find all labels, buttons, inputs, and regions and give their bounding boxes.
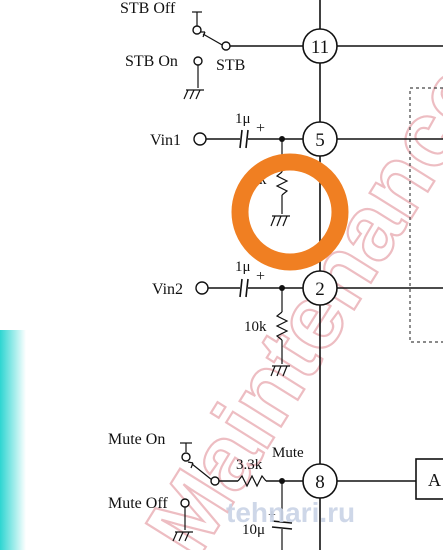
vin2-label: Vin2 bbox=[152, 281, 183, 298]
res-vin2-value: 10k bbox=[244, 319, 267, 335]
pin-2: 2 bbox=[302, 270, 338, 306]
stb-switch: STB Off STB STB On bbox=[120, 0, 303, 100]
vin2-section: Vin2 1μ + 10k bbox=[152, 259, 303, 377]
vin1-section: Vin1 1μ + k bbox=[150, 111, 303, 227]
stb-switch-arm bbox=[202, 33, 225, 47]
block-a bbox=[415, 458, 443, 500]
ground-icon bbox=[270, 215, 290, 227]
mute-arrow bbox=[187, 461, 194, 469]
mute-common-terminal bbox=[210, 476, 220, 486]
resistor-icon bbox=[275, 311, 289, 341]
ground-icon bbox=[172, 531, 193, 542]
mute-on-label: Mute On bbox=[108, 431, 165, 448]
pin-8: 8 bbox=[302, 463, 338, 499]
cap-vin1-plus: + bbox=[256, 120, 265, 137]
stb-on-terminal bbox=[193, 56, 203, 66]
stb-off-label: STB Off bbox=[120, 0, 176, 17]
vin1-terminal bbox=[193, 132, 207, 146]
pin-11-number: 11 bbox=[311, 37, 329, 58]
stb-on-label: STB On bbox=[125, 53, 178, 70]
mute-label: Mute bbox=[272, 445, 304, 461]
vin2-terminal bbox=[195, 281, 209, 295]
pin-5: 5 bbox=[302, 121, 338, 157]
cap-vin1-value: 1μ bbox=[235, 111, 251, 127]
mute-off-terminal bbox=[180, 498, 190, 508]
vin1-label: Vin1 bbox=[150, 132, 181, 149]
block-a-label: A bbox=[428, 470, 441, 490]
mute-off-label: Mute Off bbox=[108, 495, 168, 512]
pin-11: 11 bbox=[302, 28, 338, 64]
resistor-icon bbox=[237, 474, 267, 488]
stb-off-terminal bbox=[192, 25, 202, 35]
mute-on-terminal bbox=[181, 452, 191, 462]
resistor-icon bbox=[275, 171, 289, 196]
cap-mute-plus: + bbox=[268, 508, 276, 523]
stb-label: STB bbox=[216, 57, 245, 74]
highlight-ring bbox=[231, 153, 349, 271]
ground-icon bbox=[270, 365, 290, 377]
stb-arrow bbox=[200, 31, 206, 38]
capacitor-icon bbox=[239, 278, 249, 298]
pin-2-number: 2 bbox=[315, 279, 325, 300]
pin-8-number: 8 bbox=[315, 472, 325, 493]
res-mute-value: 3.3k bbox=[236, 457, 263, 473]
capacitor-icon bbox=[271, 520, 293, 530]
edge-glow bbox=[0, 330, 26, 550]
stb-common-terminal bbox=[221, 41, 231, 51]
mute-section: Mute On 3.3k Mute Mute Off + 10μ bbox=[108, 431, 443, 550]
cap-vin2-plus: + bbox=[256, 268, 265, 285]
mute-switch-arm bbox=[191, 463, 213, 481]
pin-5-number: 5 bbox=[315, 130, 325, 151]
capacitor-icon bbox=[239, 129, 249, 149]
cap-vin2-value: 1μ bbox=[235, 259, 251, 275]
ground-icon bbox=[183, 89, 204, 100]
cap-mute-value: 10μ bbox=[242, 522, 265, 538]
site-watermark: tehnari.ru bbox=[226, 497, 355, 528]
